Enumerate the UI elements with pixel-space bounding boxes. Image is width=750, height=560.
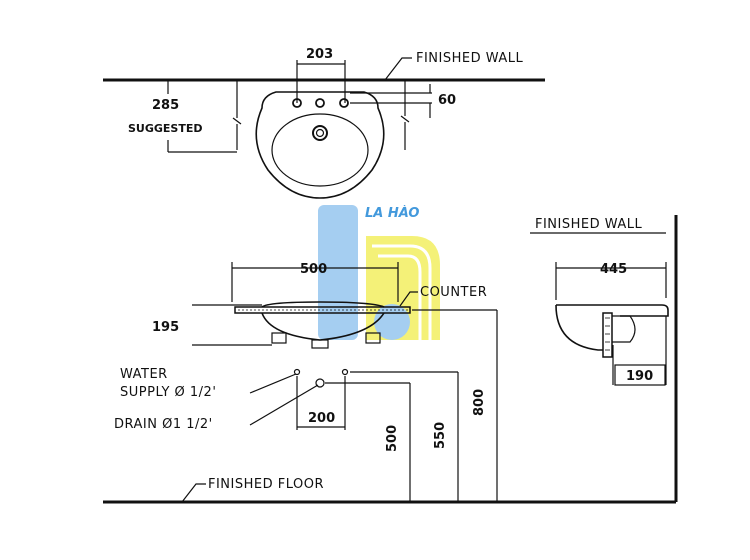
- basin-rim-front: [261, 301, 385, 308]
- dim-60-label: 60: [438, 93, 456, 108]
- dim-200-label: 200: [308, 411, 335, 426]
- water-supply-left-point: [293, 368, 301, 376]
- water-supply-leader: [249, 373, 297, 394]
- dim-445-label: 445: [600, 262, 627, 277]
- counter-label: COUNTER: [420, 285, 487, 300]
- bracket-right: [400, 80, 410, 150]
- basin-foot-right: [365, 332, 381, 344]
- basin-bowl-top: [271, 113, 369, 187]
- basin-outline-top: [255, 91, 385, 199]
- front-view: 500 COUNTER 195 WATER SUPPLY Ø 1/2' DRAI…: [103, 262, 676, 504]
- finished-wall-leader: [384, 57, 412, 81]
- basin-side-inner: [612, 315, 636, 343]
- finished-floor-leader: [181, 483, 206, 503]
- counter-slab: [234, 306, 411, 314]
- tap-hole-right: [339, 98, 349, 108]
- drain-label: DRAIN Ø1 1/2': [114, 417, 213, 432]
- basin-drain-front: [311, 339, 329, 349]
- bracket-left: [232, 80, 242, 150]
- drain-point: [315, 378, 325, 388]
- water-supply-label-2: SUPPLY Ø 1/2': [120, 385, 216, 400]
- dim-500h-label: 500: [385, 425, 400, 452]
- basin-side-bowl: [555, 304, 612, 351]
- drain-hole-inner: [315, 128, 325, 138]
- finished-floor-label: FINISHED FLOOR: [208, 477, 324, 492]
- water-supply-right-point: [341, 368, 349, 376]
- finished-wall-side-label: FINISHED WALL: [535, 217, 643, 232]
- logo-stripe-2: [378, 254, 422, 340]
- logo-stripe-1: [372, 244, 432, 340]
- dim-195-label: 195: [152, 320, 179, 335]
- dim-190-label: 190: [626, 369, 653, 384]
- logo-circle: [374, 304, 410, 340]
- drain-hole: [312, 125, 328, 141]
- counter-leader: [399, 291, 418, 307]
- dim-285-label: 285: [152, 98, 179, 113]
- dim-203-label: 203: [306, 47, 333, 62]
- side-view: FINISHED WALL 445 190: [530, 215, 678, 502]
- dim-800-label: 800: [472, 389, 487, 416]
- basin-foot-left: [271, 332, 287, 344]
- basin-side-rim: [556, 304, 669, 317]
- basin-side-support: [602, 312, 613, 358]
- drain-leader: [249, 384, 319, 426]
- top-view: FINISHED WALL 203 60 285 SUGGESTED: [103, 47, 545, 199]
- dim-500w-label: 500: [300, 262, 327, 277]
- dim-190-box: [614, 364, 666, 386]
- logo-text: LA HÀO: [365, 205, 419, 221]
- finished-wall-top-label: FINISHED WALL: [416, 51, 524, 66]
- water-supply-label-1: WATER: [120, 367, 168, 382]
- dim-550-label: 550: [433, 422, 448, 449]
- suggested-label: SUGGESTED: [128, 122, 203, 135]
- tap-hole-center: [315, 98, 325, 108]
